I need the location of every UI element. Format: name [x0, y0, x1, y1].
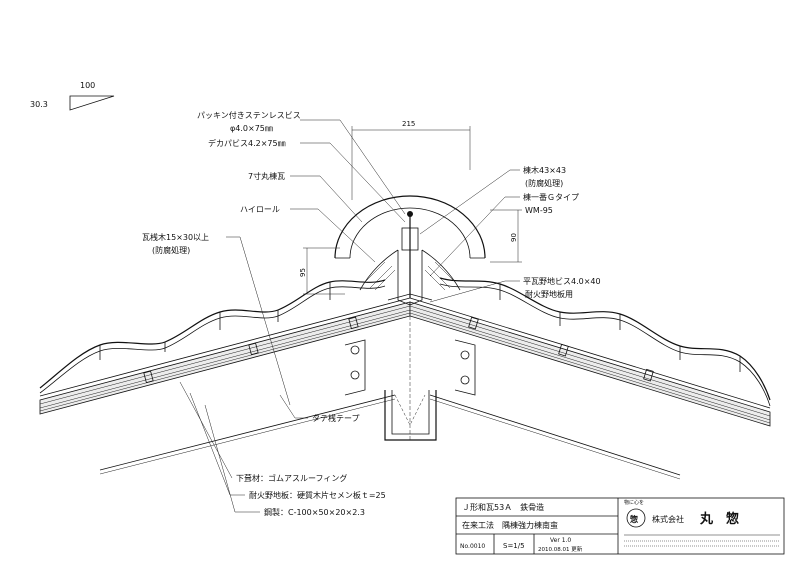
svg-text:惣: 惣	[630, 514, 638, 524]
title-block: Ｊ形和瓦53Ａ 鉄骨造 在来工法 隅棟強力棟南蛮 No.0010 S=1/5 V…	[455, 497, 785, 555]
title-date: 2010.08.01 更新	[538, 545, 583, 553]
label-ridge-bracket-1: 棟一番Ｇタイプ	[523, 192, 579, 202]
flat-tiles-right	[439, 277, 771, 407]
pitch-vertical-value: 30.3	[30, 100, 48, 109]
label-round-ridge-tile: 7寸丸棟瓦	[248, 171, 285, 181]
dimensions: 215 90 95	[299, 120, 522, 295]
title-company-name: 丸 惣	[699, 511, 739, 527]
roof-left-layers	[39, 297, 411, 475]
label-batten-2: (防腐処理)	[152, 245, 190, 255]
label-flat-tile-screw-1: 平瓦野地ビス4.0×40	[523, 276, 601, 286]
leader-lines	[179, 119, 520, 513]
flat-tiles-left	[39, 279, 386, 394]
title-product: Ｊ形和瓦53Ａ 鉄骨造	[462, 502, 544, 512]
title-slogan: 物に心を	[624, 499, 644, 506]
label-ridge-bracket-2: WM-95	[525, 206, 553, 215]
dim-90: 90	[510, 233, 518, 242]
battens	[143, 316, 654, 384]
pitch-symbol: 100 30.3	[30, 81, 115, 111]
label-ridge-timber-2: (防腐処理)	[525, 178, 563, 188]
label-high-roll: ハイロール	[240, 205, 280, 214]
title-method: 在来工法 隅棟強力棟南蛮	[462, 520, 558, 530]
label-batten-1: 瓦桟木15×30以上	[142, 232, 209, 242]
roof-right-layers	[409, 297, 771, 480]
label-flat-tile-screw-2: 耐火野地板用	[525, 289, 573, 299]
label-packing-screw-1: パッキン付きステンレスビス	[197, 110, 301, 120]
dim-95: 95	[299, 268, 307, 277]
steel-channel	[344, 316, 476, 441]
label-steel: 鋼製：C-100×50×20×2.3	[264, 507, 365, 517]
label-dekapa-screw: デカパビス4.2×75㎜	[208, 138, 286, 148]
label-ridge-timber-1: 棟木43×43	[523, 165, 566, 175]
label-ridge-tape: タテ桟テープ	[312, 413, 360, 423]
dim-215: 215	[402, 120, 415, 128]
title-drawing-no: No.0010	[460, 543, 485, 550]
title-scale: S=1/5	[503, 542, 525, 550]
label-packing-screw-2: φ4.0×75㎜	[230, 124, 273, 133]
pitch-horizontal-value: 100	[80, 81, 95, 90]
label-sheathing: 耐火野地板：硬質木片セメン板ｔ=25	[249, 490, 386, 500]
callouts: パッキン付きステンレスビス φ4.0×75㎜ デカパビス4.2×75㎜ 7寸丸棟…	[142, 110, 601, 517]
title-version: Ver 1.0	[550, 537, 571, 544]
label-underlay: 下葺材：ゴムアスルーフィング	[236, 473, 347, 483]
company-logo-icon	[626, 508, 646, 528]
title-company: 株式会社	[652, 514, 684, 524]
ridge-assembly	[334, 195, 486, 306]
